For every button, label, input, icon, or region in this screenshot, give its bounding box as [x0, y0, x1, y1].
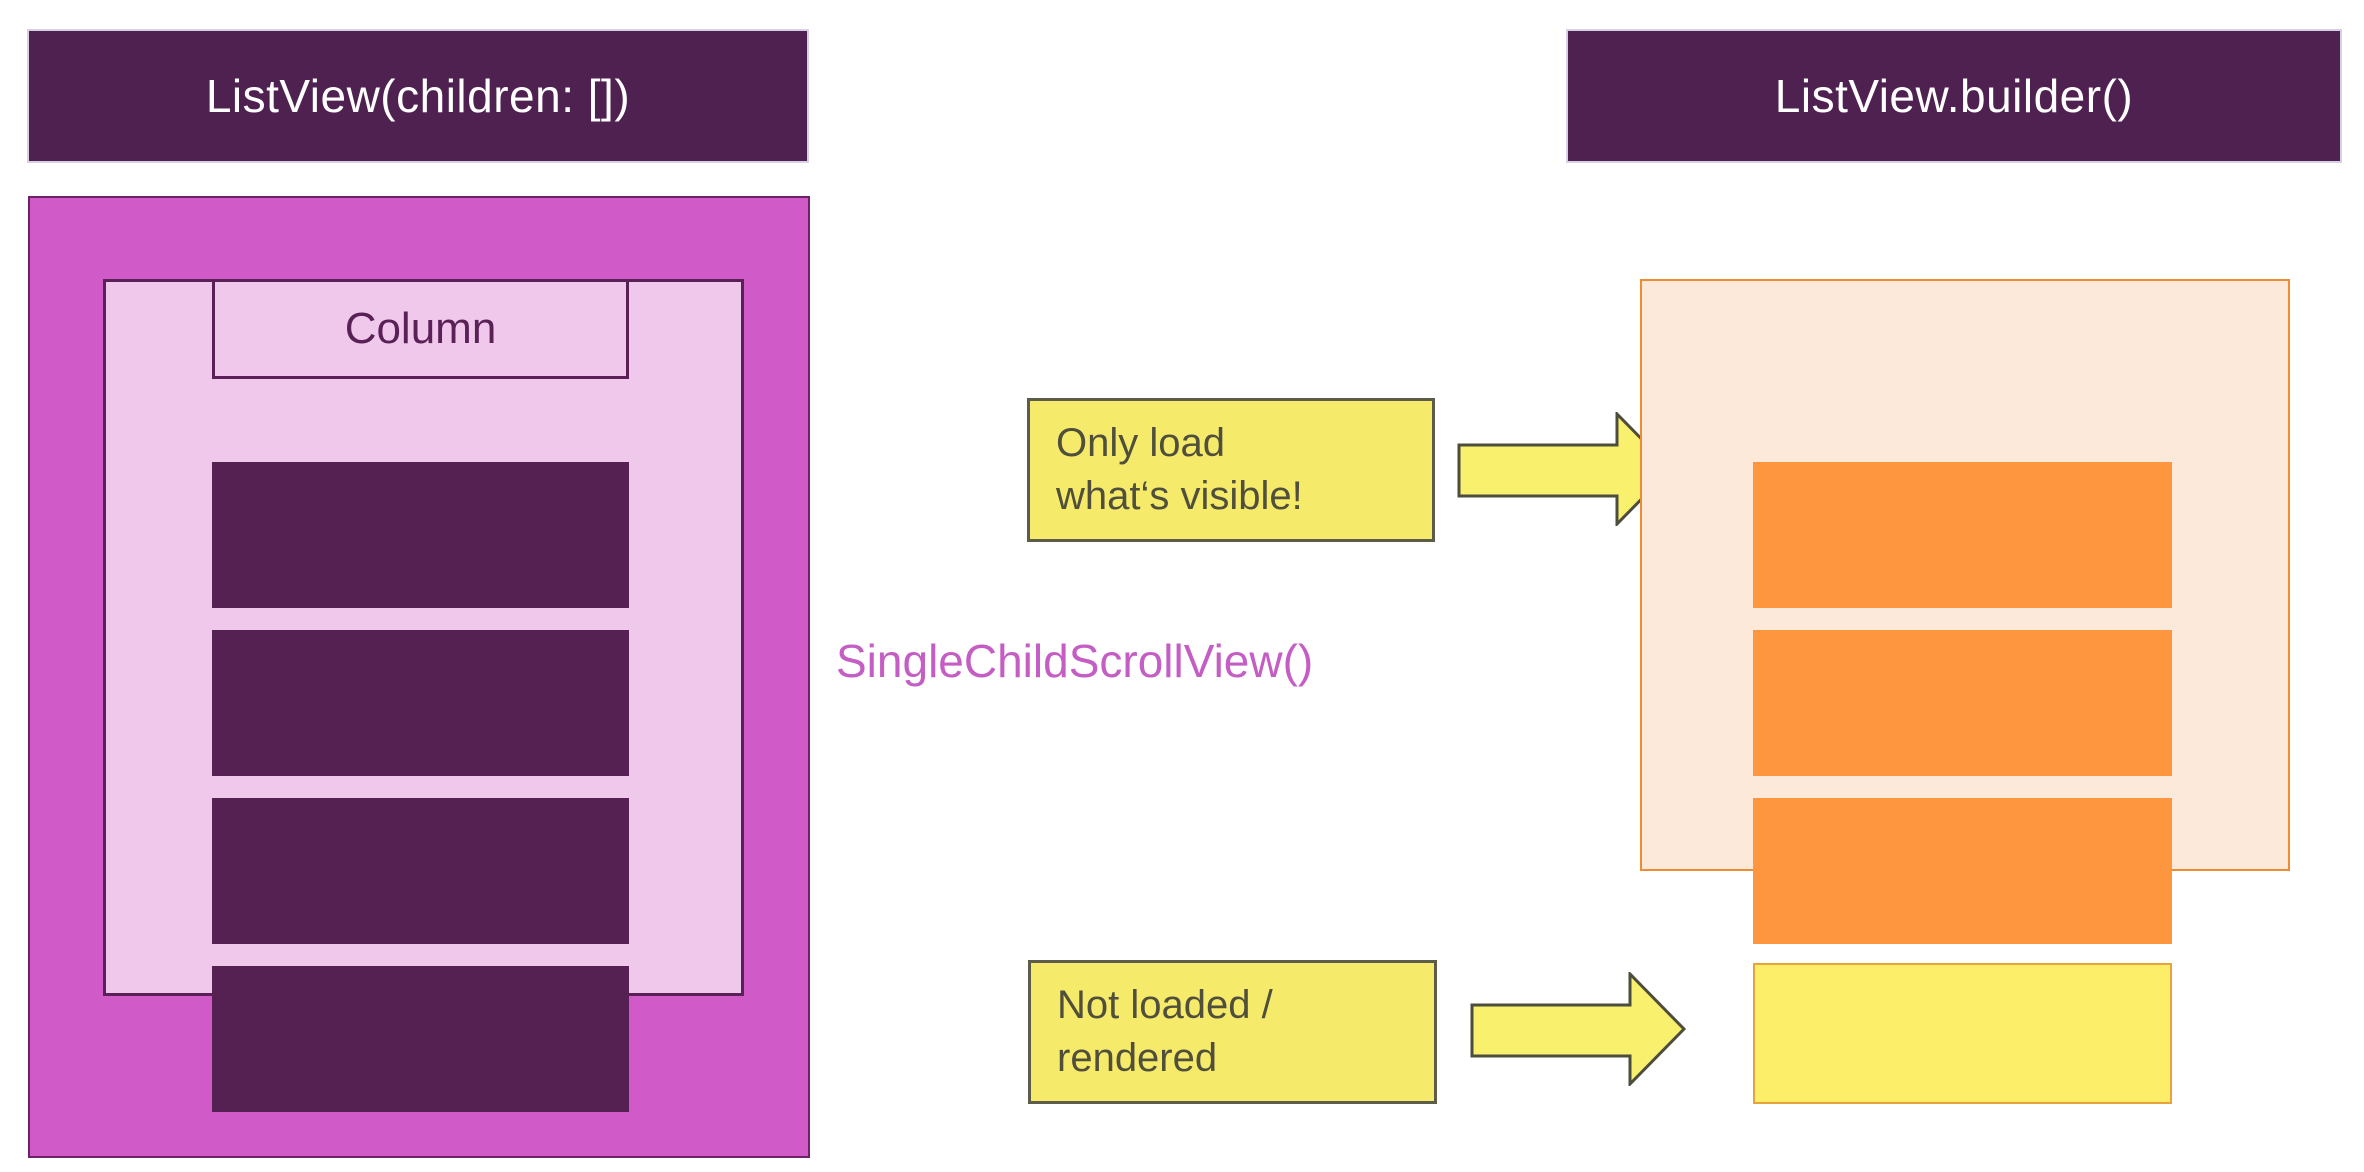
- unloaded-item: [1753, 963, 2172, 1104]
- arrow-right-icon: [1470, 972, 1687, 1086]
- not-loaded-note-line1: Not loaded /: [1057, 983, 1273, 1028]
- loaded-item: [1753, 798, 2172, 944]
- listview-children-header: ListView(children: []): [27, 29, 809, 163]
- listview-builder-header-label: ListView.builder(): [1774, 70, 2134, 122]
- only-load-visible-note-line1: Only load: [1056, 421, 1225, 466]
- only-load-visible-note: Only load what‘s visible!: [1027, 398, 1435, 542]
- listview-item: [212, 462, 629, 608]
- builder-loaded-items: [1753, 462, 2172, 944]
- not-loaded-note: Not loaded / rendered: [1028, 960, 1437, 1104]
- listview-children-header-label: ListView(children: []): [205, 70, 631, 122]
- listview-item: [212, 798, 629, 944]
- loaded-item: [1753, 462, 2172, 608]
- listview-item: [212, 966, 629, 1112]
- only-load-visible-note-line2: what‘s visible!: [1056, 474, 1303, 518]
- not-loaded-note-line2: rendered: [1057, 1036, 1218, 1080]
- listview-children-items: [212, 462, 629, 1112]
- listview-builder-header: ListView.builder(): [1566, 29, 2342, 163]
- single-child-scroll-view-label: SingleChildScrollView(): [836, 635, 1314, 687]
- loaded-item: [1753, 630, 2172, 776]
- listview-item: [212, 630, 629, 776]
- column-widget-box: Column: [212, 279, 629, 379]
- column-widget-label: Column: [344, 304, 497, 353]
